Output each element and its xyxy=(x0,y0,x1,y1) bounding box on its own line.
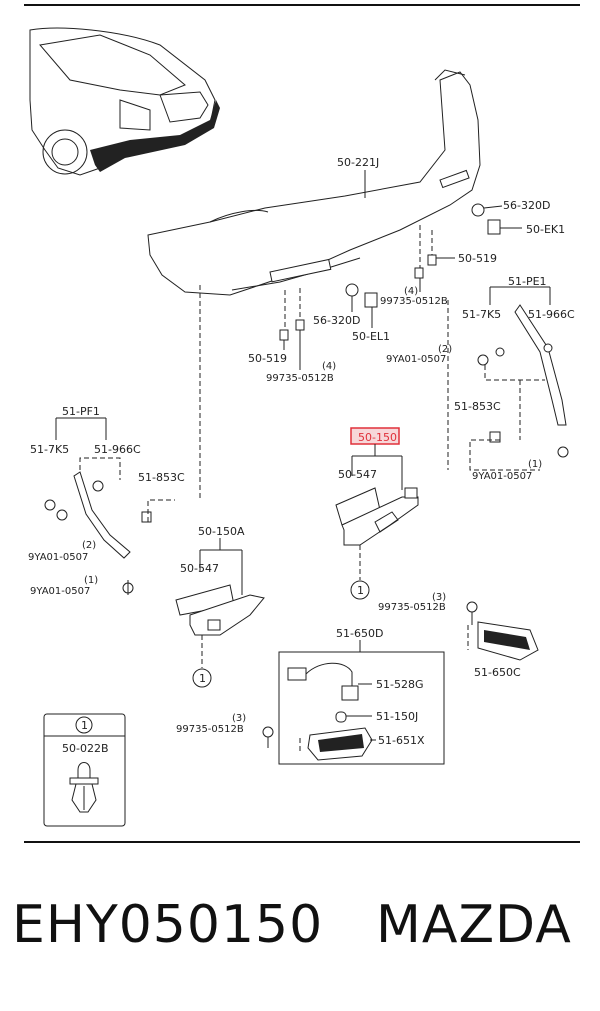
bracket-50-150[interactable] xyxy=(335,487,419,546)
rear-bumper xyxy=(147,69,481,296)
label-lamp-650c: 51-650C xyxy=(474,666,521,679)
screws-right xyxy=(414,225,455,279)
label-k5-right: 51-7K5 xyxy=(462,308,501,321)
label-k5-left: 51-7K5 xyxy=(30,443,69,456)
label-ya01-left-lower: 9YA01-0507 xyxy=(30,586,90,597)
label-screw-519-left: 50-519 xyxy=(248,352,287,365)
bracket-right xyxy=(447,286,569,471)
label-bulb-150j: 51-150J xyxy=(376,710,418,723)
label-part-150a: 50-150A xyxy=(198,525,245,538)
assembly-parts xyxy=(287,662,376,761)
push-clip-icon xyxy=(69,762,99,813)
label-ya01-right-upper: 9YA01-0507 xyxy=(386,354,446,365)
label-bolt-99735-bottom: 99735-0512B xyxy=(176,724,244,735)
bracket-left xyxy=(44,285,201,595)
legend-callout xyxy=(75,716,93,734)
label-ya01-right-lower: 9YA01-0507 xyxy=(472,471,532,482)
label-callout-1-center: 1 xyxy=(357,584,364,597)
label-853c-left: 51-853C xyxy=(138,471,185,484)
label-callout-1-left: 1 xyxy=(199,672,206,685)
label-966c-right: 51-966C xyxy=(528,308,575,321)
bracket-50-150a xyxy=(175,584,265,636)
label-bumper: 50-221J xyxy=(337,156,379,169)
label-pad-547-left: 50-547 xyxy=(180,562,219,575)
clip-right xyxy=(471,203,522,235)
label-qty-2-right: (2) xyxy=(438,344,452,355)
label-qty-3-right: (3) xyxy=(432,592,446,603)
label-bolt-99735-right: 99735-0512B xyxy=(378,602,446,613)
part-code: EHY050150 xyxy=(12,895,324,955)
label-socket-528g: 51-528G xyxy=(376,678,424,691)
label-pe1-right: 51-PE1 xyxy=(508,275,547,288)
clip-center xyxy=(345,278,421,328)
label-pad-547-center: 50-547 xyxy=(338,468,377,481)
label-lamp-651x: 51-651X xyxy=(378,734,425,747)
label-pf1-left: 51-PF1 xyxy=(62,405,100,418)
label-el1: 50-EL1 xyxy=(352,330,390,343)
label-qty-1-right: (1) xyxy=(528,459,542,470)
label-qty-4-center: (4) xyxy=(404,286,418,297)
callout-1-center xyxy=(350,580,370,600)
brand-name: MAZDA xyxy=(376,895,572,955)
label-bolt-99735-left: 99735-0512B xyxy=(266,373,334,384)
label-qty-4-left: (4) xyxy=(322,361,336,372)
label-clip-56-320d-center: 56-320D xyxy=(313,314,360,327)
bolt-bottom xyxy=(262,726,274,738)
label-ya01-left-upper: 9YA01-0507 xyxy=(28,552,88,563)
callout-1-left xyxy=(192,668,212,688)
label-qty-2-left: (2) xyxy=(82,540,96,551)
label-bolt-99735-center: 99735-0512B xyxy=(380,296,448,307)
legend-part: 50-022B xyxy=(62,742,109,755)
label-screw-519-right: 50-519 xyxy=(458,252,497,265)
footer: EHY050150 MAZDA xyxy=(0,895,600,975)
legend-number: 1 xyxy=(81,719,88,732)
car-thumbnail xyxy=(29,27,220,176)
label-highlighted-part[interactable]: 50-150 xyxy=(358,431,397,444)
label-assy-650d: 51-650D xyxy=(336,627,383,640)
label-qty-1-left: (1) xyxy=(84,575,98,586)
label-853c-right: 51-853C xyxy=(454,400,501,413)
label-ek1: 50-EK1 xyxy=(526,223,565,236)
label-966c-left: 51-966C xyxy=(94,443,141,456)
label-qty-3-bottom: (3) xyxy=(232,713,246,724)
lamp-650c xyxy=(466,601,539,661)
screws-left xyxy=(279,288,305,370)
label-clip-56-320d-right: 56-320D xyxy=(503,199,550,212)
